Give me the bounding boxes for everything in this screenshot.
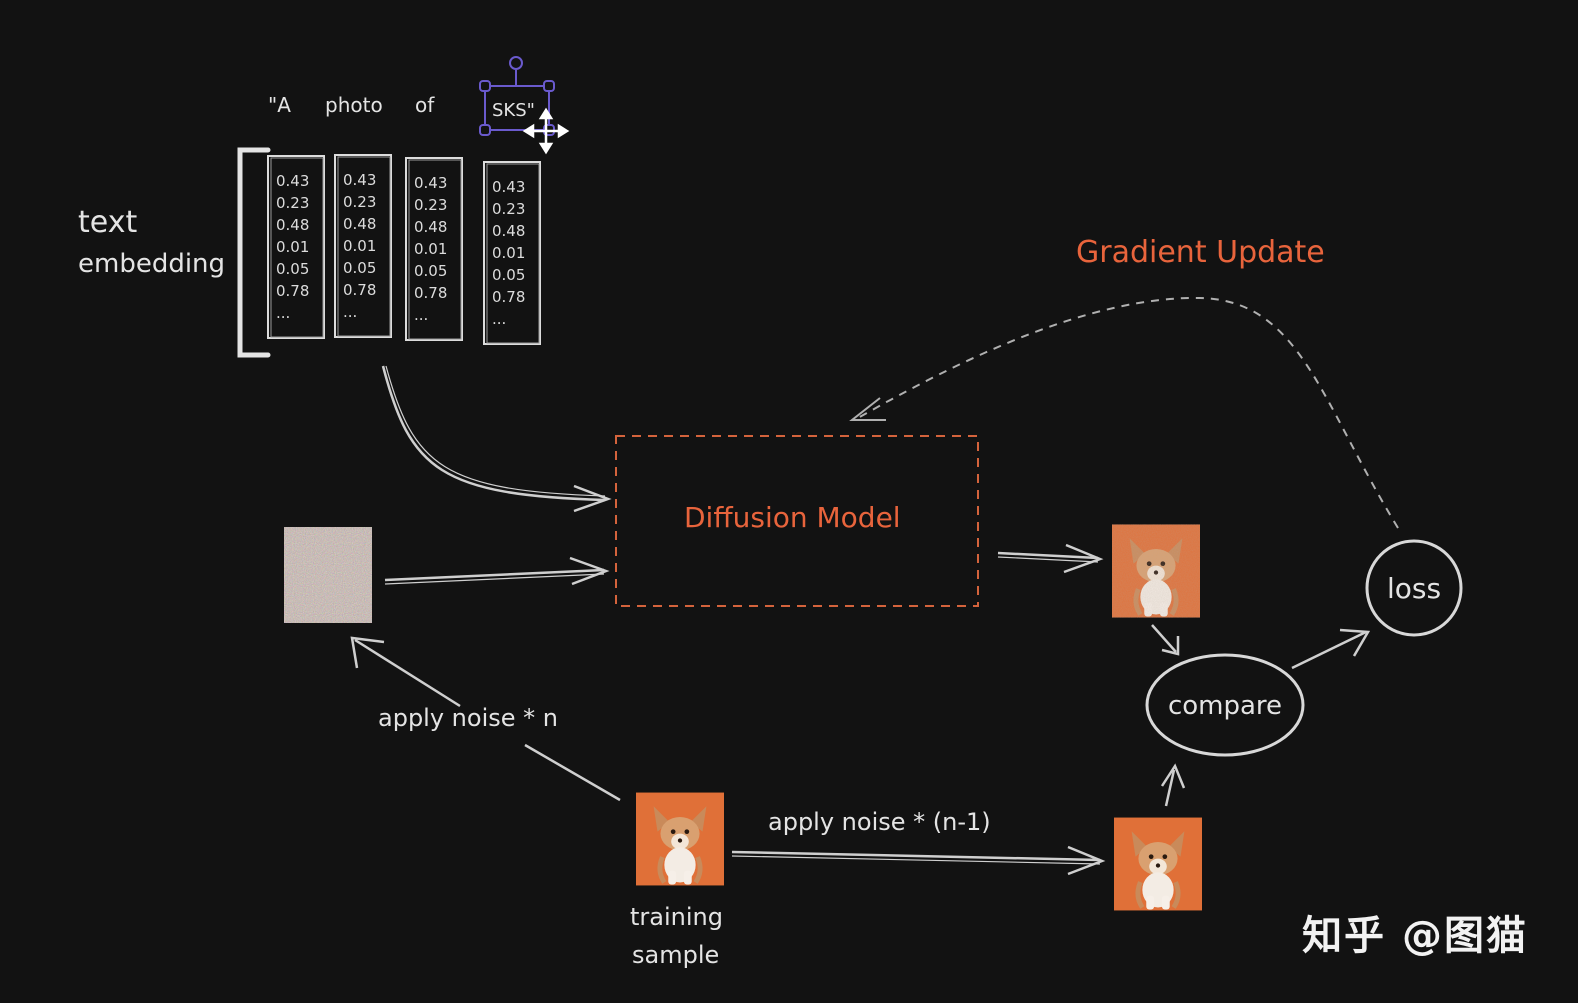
vector-value: 0.01 bbox=[276, 238, 309, 256]
vector-value: 0.01 bbox=[343, 237, 376, 255]
gradient-update-arrowhead bbox=[849, 397, 886, 421]
vector-value: 0.01 bbox=[414, 240, 447, 258]
noisy-latent-image bbox=[284, 527, 372, 623]
embedding-vector-4 bbox=[483, 161, 541, 345]
embedding-vector-2 bbox=[334, 154, 392, 338]
vector-value: 0.78 bbox=[492, 288, 525, 306]
predicted-image bbox=[1112, 524, 1200, 618]
vector-value: ... bbox=[276, 304, 290, 322]
prompt-word-a: "A bbox=[268, 93, 291, 117]
target-to-compare-arrow bbox=[1164, 769, 1176, 807]
noise-n-arrow bbox=[524, 743, 621, 802]
vector-value: 0.05 bbox=[414, 262, 447, 280]
vector-value: ... bbox=[492, 310, 506, 328]
embedding-arrowhead bbox=[573, 484, 612, 513]
diffusion-model-box bbox=[615, 435, 979, 607]
target-image bbox=[1114, 818, 1202, 911]
vector-value: 0.05 bbox=[343, 259, 376, 277]
loss-node bbox=[1365, 539, 1463, 637]
embedding-label-line2: embedding bbox=[78, 249, 225, 279]
training-sample-label-line1: training bbox=[630, 903, 723, 931]
embedding-to-model-arrow bbox=[381, 365, 606, 502]
resize-handle-bl[interactable] bbox=[479, 124, 491, 136]
embedding-bracket bbox=[237, 147, 271, 358]
vector-value: 0.23 bbox=[343, 193, 376, 211]
watermark: 知乎 @图猫 bbox=[1302, 913, 1528, 959]
vector-value: 0.48 bbox=[414, 218, 447, 236]
vector-value: 0.78 bbox=[276, 282, 309, 300]
vector-value: 0.48 bbox=[492, 222, 525, 240]
compare-label: compare bbox=[1168, 691, 1282, 721]
gradient-update-arrow bbox=[857, 296, 1399, 529]
diffusion-model-label: Diffusion Model bbox=[684, 501, 901, 534]
vector-value: 0.43 bbox=[343, 171, 376, 189]
training-sample-label-line2: sample bbox=[632, 941, 719, 969]
vector-value: 0.48 bbox=[343, 215, 376, 233]
vector-value: 0.01 bbox=[492, 244, 525, 262]
noise-n1-label: apply noise * (n-1) bbox=[768, 808, 991, 836]
vector-value: 0.43 bbox=[276, 172, 309, 190]
prompt-word-photo: photo bbox=[325, 93, 383, 117]
loss-label: loss bbox=[1387, 572, 1441, 605]
move-cursor-icon bbox=[522, 107, 570, 155]
training-sample-image bbox=[636, 793, 724, 886]
noise-n-label: apply noise * n bbox=[378, 704, 558, 732]
embedding-vector-3 bbox=[405, 157, 463, 341]
vector-value: 0.23 bbox=[276, 194, 309, 212]
embedding-label-line1: text bbox=[78, 205, 137, 240]
prompt-word-of: of bbox=[415, 93, 435, 117]
vector-value: 0.78 bbox=[414, 284, 447, 302]
vector-value: ... bbox=[343, 303, 357, 321]
noise-n1-arrow bbox=[731, 850, 1101, 862]
model-to-prediction-arrow bbox=[997, 551, 1099, 560]
embedding-vector-1 bbox=[267, 155, 325, 339]
vector-value: 0.43 bbox=[414, 174, 447, 192]
vector-value: 0.05 bbox=[492, 266, 525, 284]
embedding-vectors: 0.43 0.23 0.48 0.01 0.05 0.78... 0.43 0.23 0.48 0… bbox=[267, 154, 541, 345]
vector-value: 0.43 bbox=[492, 178, 525, 196]
resize-handle-tl[interactable] bbox=[479, 80, 491, 92]
vector-value: 0.05 bbox=[276, 260, 309, 278]
compare-to-loss-arrow bbox=[1291, 630, 1367, 670]
prediction-to-compare-arrow bbox=[1151, 624, 1177, 653]
vector-value: 0.23 bbox=[492, 200, 525, 218]
token-selection-box[interactable]: SKS" bbox=[479, 56, 555, 136]
vector-value: 0.23 bbox=[414, 196, 447, 214]
vector-value: 0.78 bbox=[343, 281, 376, 299]
resize-handle-tr[interactable] bbox=[543, 80, 555, 92]
rotate-handle[interactable] bbox=[509, 56, 523, 70]
vector-value: ... bbox=[414, 306, 428, 324]
noise-n-arrow-upper bbox=[354, 638, 461, 708]
gradient-update-label: Gradient Update bbox=[1076, 235, 1325, 270]
compare-node bbox=[1145, 653, 1305, 757]
prompt-word-sks: SKS" bbox=[492, 100, 535, 121]
noise-to-model-arrow bbox=[384, 568, 605, 582]
vector-value: 0.48 bbox=[276, 216, 309, 234]
